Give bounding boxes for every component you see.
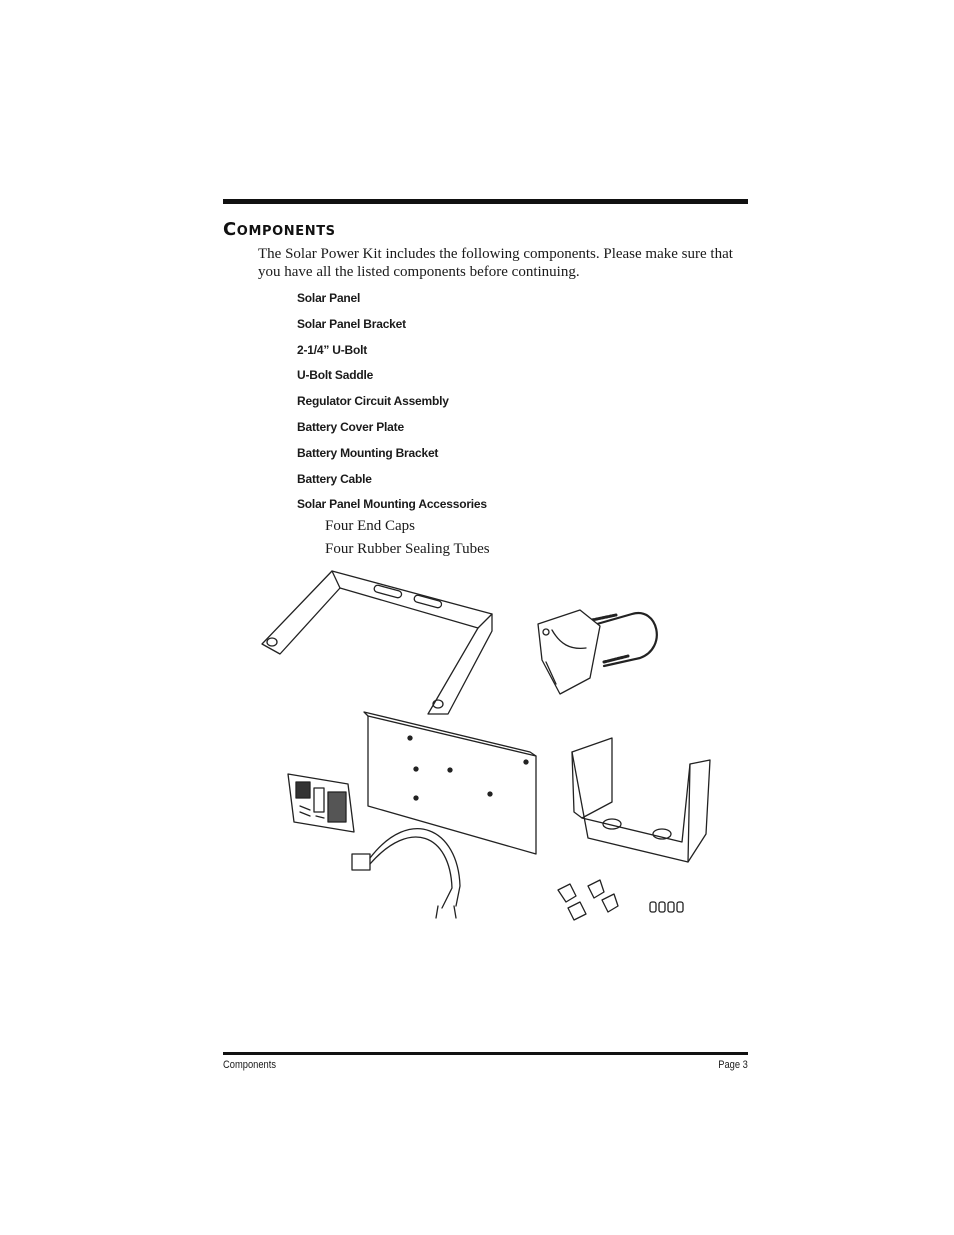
battery-mounting-bracket-drawing (571, 737, 711, 863)
component-item: Battery Mounting Bracket (297, 445, 439, 460)
component-item: Battery Cable (297, 471, 372, 486)
regulator-circuit-drawing (287, 773, 355, 833)
u-bolt-saddle-drawing (537, 609, 601, 695)
mounting-accessories-drawing (557, 879, 684, 921)
component-item: Solar Panel Mounting Accessories (297, 497, 487, 512)
solar-panel-bracket-drawing (261, 570, 493, 715)
u-bolt-drawing (588, 611, 658, 668)
battery-cover-plate-drawing (363, 711, 537, 855)
component-item: Battery Cover Plate (297, 419, 404, 434)
component-item: Solar Panel (297, 291, 361, 305)
section-heading: Components (223, 219, 336, 240)
accessory-item: Four End Caps (325, 518, 415, 534)
component-item: 2-1/4” U-Bolt (297, 342, 368, 357)
footer-page-number: Page 3 (718, 1059, 748, 1071)
component-item: U-Bolt Saddle (297, 368, 374, 383)
accessories-list: Four End Caps Four Rubber Sealing Tubes (325, 517, 490, 563)
intro-paragraph: The Solar Power Kit includes the followi… (258, 246, 733, 280)
component-item: Regulator Circuit Assembly (297, 394, 449, 409)
battery-cable-drawing (351, 828, 461, 919)
bottom-rule (223, 1052, 748, 1055)
components-list: Solar Panel Solar Panel Bracket 2-1/4” U… (297, 291, 487, 523)
footer-section-name: Components (223, 1059, 277, 1071)
accessory-item: Four Rubber Sealing Tubes (325, 541, 490, 557)
components-illustration (261, 570, 711, 921)
component-item: Solar Panel Bracket (297, 316, 406, 331)
top-rule (223, 199, 748, 204)
